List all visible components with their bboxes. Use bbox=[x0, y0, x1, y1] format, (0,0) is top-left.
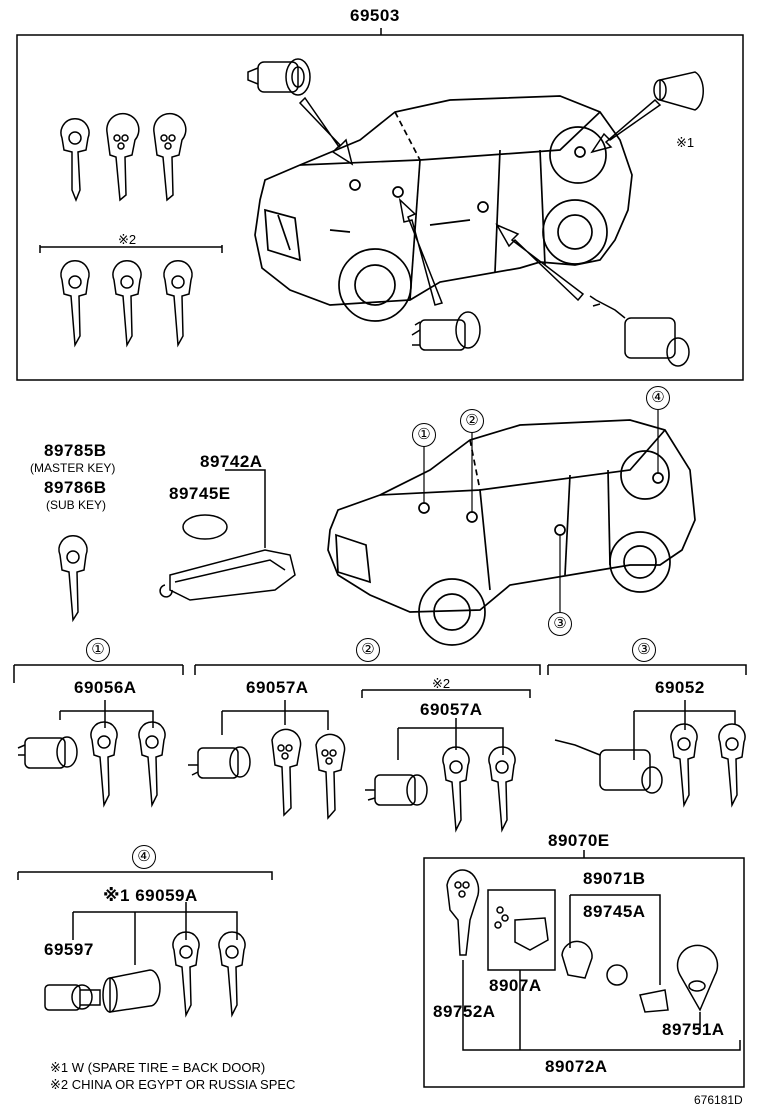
group4-parts bbox=[44, 902, 246, 1018]
remote-fob bbox=[159, 469, 296, 601]
battery-part: 89745E bbox=[169, 484, 231, 503]
marker-2-vehicle: ② bbox=[460, 409, 484, 433]
group4-part: ※1 69059A bbox=[103, 886, 198, 905]
diagram-id: 676181D bbox=[694, 1093, 743, 1107]
group2-marker: ② bbox=[356, 638, 380, 662]
group1-part: 69056A bbox=[74, 678, 137, 697]
remote-kit-p2: 89745A bbox=[583, 902, 646, 921]
vehicle-illustration-top bbox=[254, 95, 633, 322]
remote-part: 89742A bbox=[200, 452, 263, 471]
bracket-group2 bbox=[194, 664, 541, 675]
remote-kit-p1: 89071B bbox=[583, 869, 646, 888]
remote-kit-frame bbox=[423, 857, 745, 1088]
master-key-part: 89785B bbox=[44, 441, 107, 460]
group1-marker: ① bbox=[86, 638, 110, 662]
group2b-parts bbox=[365, 718, 516, 833]
group3-marker: ③ bbox=[632, 638, 656, 662]
remote-kit-p3: 8907A bbox=[489, 976, 542, 995]
marker-4-vehicle: ④ bbox=[646, 386, 670, 410]
bracket-group2b bbox=[361, 689, 531, 698]
keys-note2-top bbox=[60, 260, 193, 348]
group3-part: 69052 bbox=[655, 678, 705, 697]
cylinder-parts-top bbox=[247, 58, 705, 367]
remote-kit-p6: 89072A bbox=[545, 1057, 608, 1076]
marker-leaders bbox=[423, 410, 659, 612]
note2-mark-top: ※2 bbox=[118, 232, 137, 247]
bracket-group3 bbox=[547, 664, 747, 675]
marker-3-vehicle: ③ bbox=[548, 612, 572, 636]
remote-kit-part: 89070E bbox=[548, 831, 610, 850]
group1-parts bbox=[17, 700, 166, 808]
keys-top bbox=[60, 112, 187, 203]
marker-1-vehicle: ① bbox=[412, 423, 436, 447]
group3-parts bbox=[554, 700, 746, 808]
note1-mark-top: ※1 bbox=[676, 135, 695, 150]
remote-kit-p5: 89751A bbox=[662, 1020, 725, 1039]
bracket-group4 bbox=[17, 871, 273, 880]
vehicle-illustration-middle bbox=[327, 419, 696, 646]
bracket-group1 bbox=[13, 664, 184, 683]
master-key-label: (MASTER KEY) bbox=[30, 461, 116, 475]
remote-kit-p4: 89752A bbox=[433, 1002, 496, 1021]
group2b-part: 69057A bbox=[420, 700, 483, 719]
assembly-part-number: 69503 bbox=[350, 6, 400, 25]
remote-kit-parts bbox=[446, 869, 741, 1051]
bracket-note2-top bbox=[39, 245, 223, 253]
group4-part-a: 69597 bbox=[44, 940, 94, 959]
master-key bbox=[58, 535, 88, 623]
group4-marker: ④ bbox=[132, 845, 156, 869]
group2b-note: ※2 bbox=[432, 676, 451, 691]
sub-key-part: 89786B bbox=[44, 478, 107, 497]
sub-key-label: (SUB KEY) bbox=[46, 498, 107, 512]
footnote-2: ※2 CHINA OR EGYPT OR RUSSIA SPEC bbox=[50, 1077, 296, 1092]
group2-parts bbox=[188, 700, 346, 820]
group2-part: 69057A bbox=[246, 678, 309, 697]
arrows-top bbox=[298, 96, 662, 306]
footnote-1: ※1 W (SPARE TIRE = BACK DOOR) bbox=[50, 1060, 266, 1075]
top-assembly-frame bbox=[16, 34, 744, 381]
